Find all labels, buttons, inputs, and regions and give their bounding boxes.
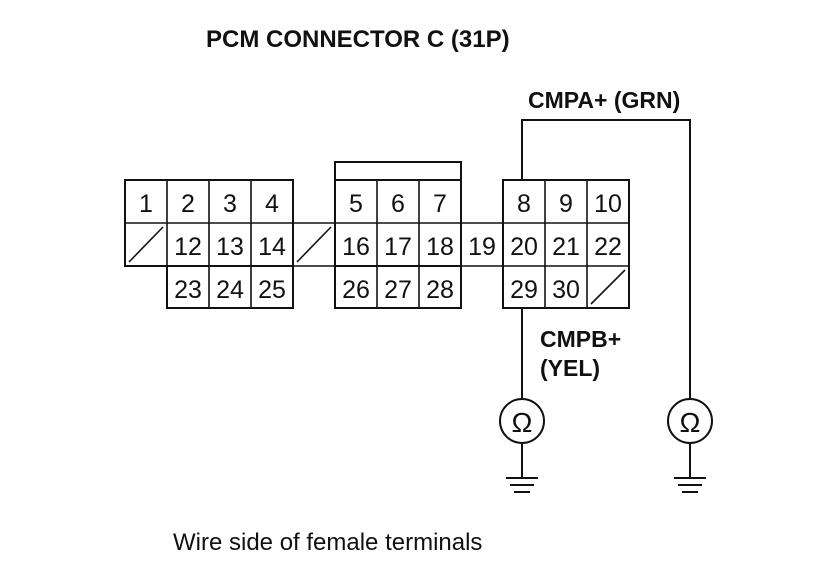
pin-label: 4	[265, 190, 279, 218]
ohmmeter-icon: Ω	[499, 398, 545, 444]
pin-label: 19	[468, 233, 496, 261]
pin-label: 3	[223, 190, 237, 218]
pin-label: 24	[216, 276, 244, 304]
pin-label: 21	[552, 233, 580, 261]
pin-label: 6	[391, 190, 405, 218]
pin-label: 27	[384, 276, 412, 304]
pin-label: 18	[426, 233, 454, 261]
pin-label: 5	[349, 190, 363, 218]
pin-label: 16	[342, 233, 370, 261]
pin-label: 17	[384, 233, 412, 261]
pin-label: 28	[426, 276, 454, 304]
pin-label: 20	[510, 233, 538, 261]
pin-label: 23	[174, 276, 202, 304]
connector-block-1	[124, 179, 294, 309]
ground-icon	[674, 477, 706, 493]
blank-terminal-slash	[296, 226, 332, 263]
pin-label: 26	[342, 276, 370, 304]
connector-block-2	[334, 161, 462, 309]
pin-label: 12	[174, 233, 202, 261]
ohm-symbol: Ω	[512, 407, 533, 438]
cmpa-wire-label: CMPA+ (GRN)	[528, 87, 680, 113]
cmpb-wire-color-label: (YEL)	[540, 355, 600, 381]
cmpa-wire	[521, 119, 691, 398]
pin-label: 1	[139, 190, 153, 218]
cmpb-wire-label: CMPB+	[540, 326, 621, 352]
pin-label: 9	[559, 190, 573, 218]
ground-icon	[506, 477, 538, 493]
connector-middle-cell	[461, 222, 503, 267]
pin-label: 7	[433, 190, 447, 218]
diagram-caption: Wire side of female terminals	[173, 529, 482, 556]
pin-label: 29	[510, 276, 538, 304]
pin-label: 30	[552, 276, 580, 304]
blank-terminal-slash	[590, 269, 626, 305]
blank-terminal-slash	[128, 226, 164, 263]
connector-block-3	[502, 179, 630, 309]
pin-label: 8	[517, 190, 531, 218]
connector-band-left	[293, 222, 335, 267]
pin-label: 10	[594, 190, 622, 218]
pin-label: 13	[216, 233, 244, 261]
pin-label: 22	[594, 233, 622, 261]
pin-label: 25	[258, 276, 286, 304]
ohm-symbol: Ω	[680, 407, 701, 438]
pin-label: 14	[258, 233, 286, 261]
pin-label: 2	[181, 190, 195, 218]
ohmmeter-icon: Ω	[667, 398, 713, 444]
diagram-title: PCM CONNECTOR C (31P)	[206, 26, 510, 53]
